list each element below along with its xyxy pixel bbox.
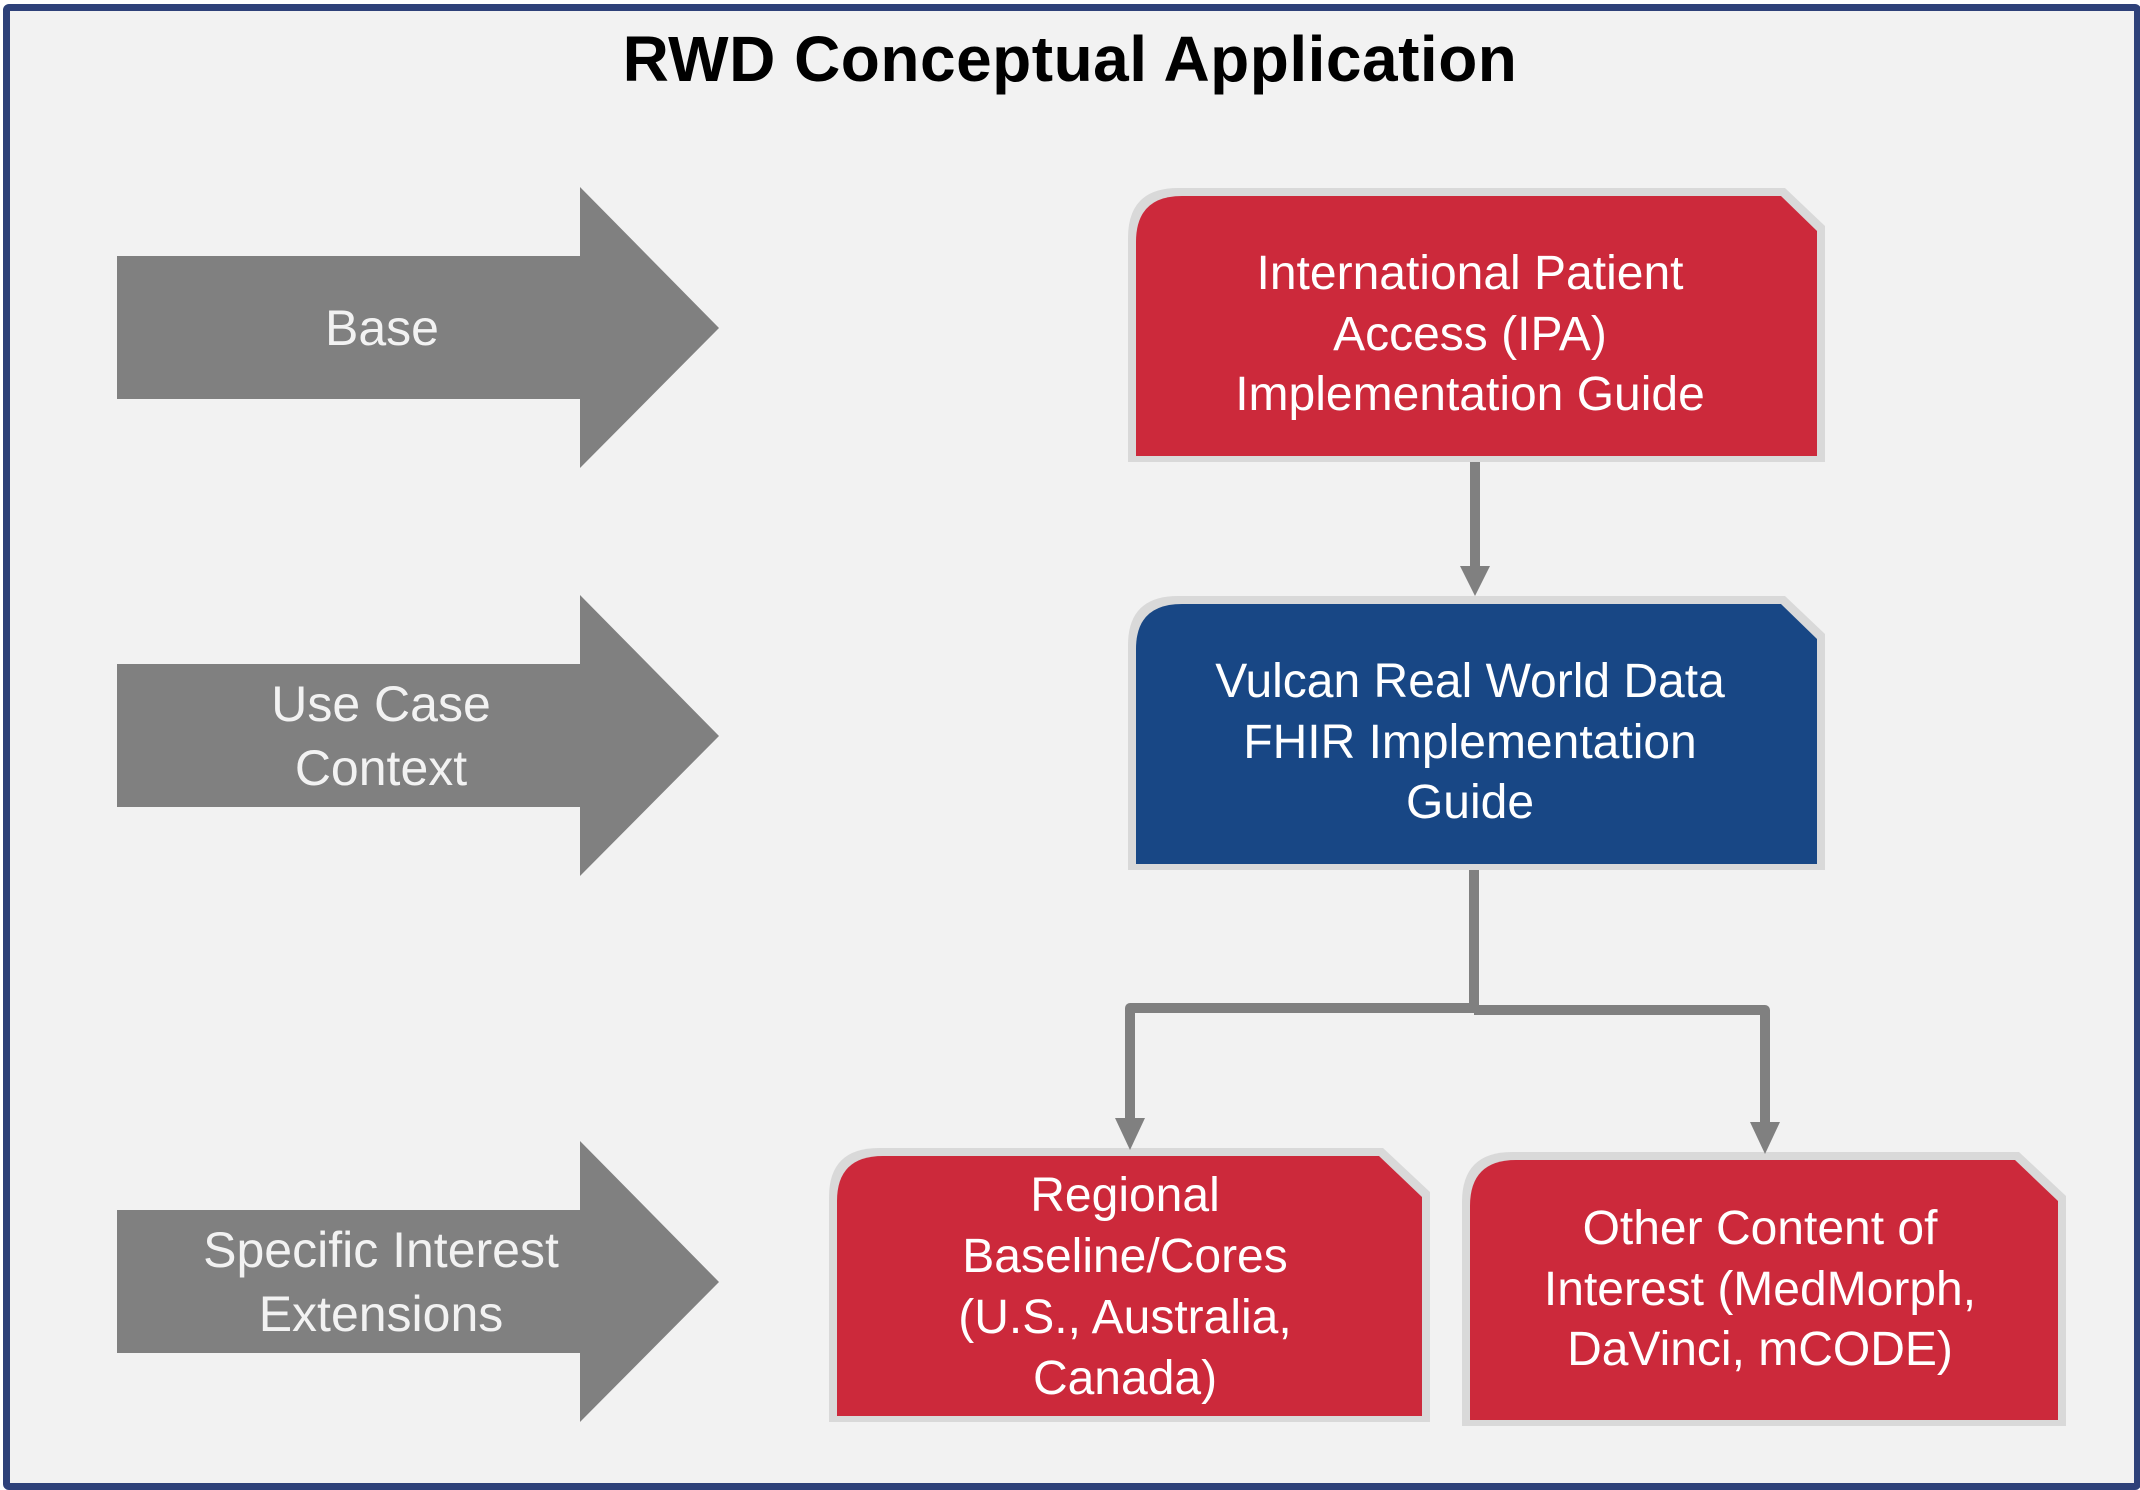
level-arrow-base [117,187,719,468]
box-other [1470,1160,2058,1420]
level-arrow-use-case-context [117,595,719,876]
box-label-vulcan: Vulcan Real World Data FHIR Implementati… [1215,654,1725,830]
box-vulcan [1136,604,1817,864]
level-label-use-case-context: Use Case Context [271,675,491,796]
box-label-other: Other Content of Interest (MedMorph, DaV… [1543,1201,1977,1377]
level-arrow-specific-interest-extensions [117,1141,719,1422]
level-label-specific-interest-extensions: Specific Interest Extensions [203,1221,559,1342]
box-regional [837,1156,1422,1416]
arrowhead-to-regional [1115,1118,1145,1150]
box-ipa [1136,196,1817,456]
connectors [1115,462,1780,1154]
arrowhead-to-other [1750,1122,1780,1154]
arrowhead-to-vulcan [1460,566,1490,596]
diagram-title: RWD Conceptual Application [622,23,1518,95]
box-label-ipa: International Patient Access (IPA) Imple… [1235,246,1705,422]
level-label-base: Base [325,299,439,356]
connector-vulcan-to-other [1474,1005,1770,1124]
box-label-regional: Regional Baseline/Cores (U.S., Australia… [958,1169,1292,1405]
connector-vulcan-to-regional [1125,1003,1474,1120]
